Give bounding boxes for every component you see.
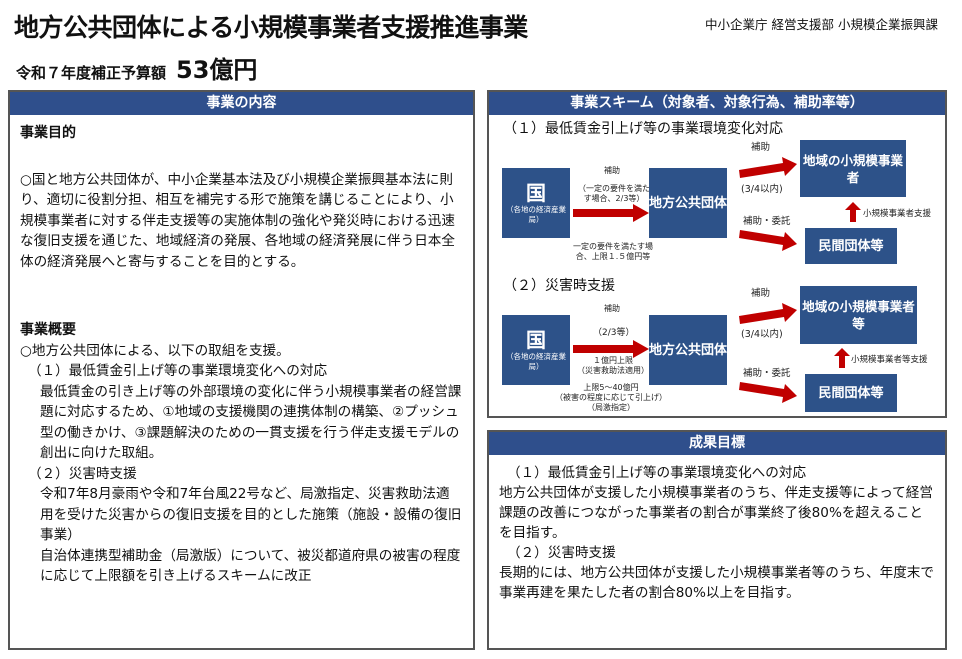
subsidy-label-2: 補助	[604, 304, 620, 313]
arrow-down-right-icon	[739, 382, 797, 403]
support-label-2: 小規模事業者等支援	[851, 355, 928, 365]
arrow-right-icon	[573, 340, 649, 358]
subsidy-label: 補助	[604, 166, 620, 175]
local-gov-box: 地方公共団体	[649, 168, 727, 238]
budget: 令和７年度補正予算額 53億円	[16, 50, 257, 85]
arrow-up-icon	[834, 348, 850, 368]
cap-label: 一定の要件を満たす場合、上限１.５億円等	[573, 242, 653, 261]
result-item2-text: 長期的には、地方公共団体が支援した小規模事業者等のうち、年度末で事業再建を果たし…	[499, 565, 934, 601]
private-org-box: 民間団体等	[805, 228, 897, 264]
item2-title: （２）災害時支援	[28, 465, 137, 482]
arrow-up-icon	[845, 202, 861, 222]
sub3-label: 補助・委託	[743, 216, 791, 227]
department: 中小企業庁 経営支援部 小規模企業振興課	[705, 17, 938, 32]
content-panel: 事業の内容 事業目的 ○国と地方公共団体が、中小企業基本法及び小規模企業振興基本…	[8, 90, 475, 650]
purpose-text: ○国と地方公共団体が、中小企業基本法及び小規模企業振興基本法に則り、適切に役割分…	[20, 171, 455, 270]
cap1-label: １億円上限（災害救助法適用）	[577, 356, 649, 375]
content-heading: 事業の内容	[10, 92, 473, 115]
rate2-label-2: (3/4以内)	[741, 329, 783, 340]
scheme-panel: 事業スキーム（対象者、対象行為、補助率等） （１）最低賃金引上げ等の事業環境変化…	[487, 90, 947, 418]
arrow-down-right-icon	[739, 230, 797, 251]
subsidy2-label-2: 補助	[751, 288, 771, 299]
results-panel: 成果目標 （１）最低賃金引上げ等の事業環境変化への対応 地方公共団体が支援した小…	[487, 430, 947, 650]
rate-label-2: （2/3等）	[593, 328, 635, 338]
subsidy2-label: 補助	[751, 142, 771, 153]
results-heading: 成果目標	[489, 432, 945, 455]
target-box-2: 地域の小規模事業者等	[800, 286, 917, 344]
budget-amount: 53億円	[176, 56, 258, 84]
result-item1-text: 地方公共団体が支援した小規模事業者のうち、伴走支援等によって経営課題の改善につな…	[499, 485, 933, 541]
cap2-label: 上限5～40億円（被害の程度に応じて引上げ）（局激指定）	[555, 383, 667, 412]
budget-label: 令和７年度補正予算額	[16, 64, 167, 82]
private-org-box-2: 民間団体等	[805, 374, 897, 412]
rate2-label: (3/4以内)	[741, 184, 783, 195]
sub3-label-2: 補助・委託	[743, 368, 791, 379]
result-item2-title: （２）災害時支援	[507, 545, 616, 561]
item1-text: 最低賃金の引き上げ等の外部環境の変化に伴う小規模事業者の経営課題に対応するため、…	[40, 383, 462, 462]
local-gov-box-2: 地方公共団体	[649, 315, 727, 385]
purpose-title: 事業目的	[20, 125, 76, 141]
item2-text2: 自治体連携型補助金（局激版）について、被災都道府県の被害の程度に応じて上限額を引…	[40, 547, 461, 585]
page-title: 地方公共団体による小規模事業者支援推進事業	[14, 13, 528, 42]
scheme-sec2-title: （２）災害時支援	[503, 278, 615, 294]
result-item1-title: （１）最低賃金引上げ等の事業環境変化への対応	[507, 465, 807, 481]
item2-text1: 令和7年8月豪雨や令和7年台風22号など、局激指定、災害救助法適用を受けた災害か…	[40, 486, 462, 543]
support-label: 小規模事業者支援	[863, 209, 932, 219]
target-box: 地域の小規模事業者	[800, 140, 906, 197]
arrow-right-icon	[573, 204, 649, 222]
scheme-heading: 事業スキーム（対象者、対象行為、補助率等）	[489, 92, 945, 115]
kuni-box: 国（各地の経済産業局）	[502, 168, 570, 238]
item1-title: （１）最低賃金引上げ等の事業環境変化への対応	[28, 363, 328, 379]
overview-title: 事業概要	[20, 322, 76, 338]
scheme-sec1-title: （１）最低賃金引上げ等の事業環境変化対応	[503, 121, 783, 137]
overview-intro: ○地方公共団体による、以下の取組を支援。	[20, 342, 290, 359]
arrow-up-right-icon	[739, 303, 797, 324]
kuni-box-2: 国（各地の経済産業局）	[502, 315, 570, 385]
rate-label: （一定の要件を満たす場合、2/3等）	[578, 184, 650, 203]
arrow-up-right-icon	[739, 157, 797, 178]
